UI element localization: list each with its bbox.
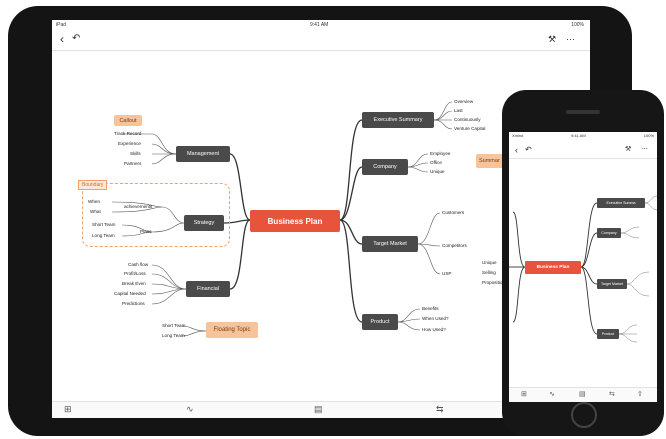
- leaf-break-even[interactable]: Break Even: [122, 281, 146, 286]
- ipad-status-bar: iPad 9:41 AM 100%: [52, 20, 590, 30]
- outline-icon[interactable]: ▤: [314, 404, 323, 414]
- leaf-overview[interactable]: Overview: [454, 99, 474, 104]
- leaf-experience[interactable]: Experience: [118, 141, 141, 146]
- leaf-selling[interactable]: Selling: [482, 270, 496, 275]
- topic-management[interactable]: Management: [176, 146, 230, 162]
- leaf-unique-selling[interactable]: Unique: [482, 260, 497, 265]
- export-icon[interactable]: ⇆: [609, 391, 615, 398]
- topic-company[interactable]: Company: [362, 159, 408, 175]
- floating-topic[interactable]: Floating Topic: [206, 322, 258, 338]
- leaf-floating-long-team[interactable]: Long Team: [162, 333, 185, 338]
- leaf-unique[interactable]: Unique: [430, 169, 445, 174]
- export-icon[interactable]: ⇆: [436, 404, 444, 414]
- leaf-usp[interactable]: USP: [442, 271, 452, 276]
- phone-topic-company[interactable]: Company: [597, 228, 621, 238]
- mind-map-connectors: [111, 101, 453, 337]
- leaf-achievements[interactable]: achievements: [124, 204, 153, 209]
- topic-strategy[interactable]: Strategy: [184, 215, 224, 231]
- leaf-last[interactable]: Last: [454, 108, 463, 113]
- phone-topic-target-market[interactable]: Target Market: [597, 279, 627, 289]
- leaf-when-used[interactable]: When Used?: [422, 316, 449, 321]
- more-icon[interactable]: ⋯: [641, 146, 648, 153]
- undo-icon[interactable]: ↶: [525, 145, 532, 154]
- topic-executive-summary[interactable]: Executive Summary: [362, 112, 434, 128]
- insert-topic-icon[interactable]: ⊞: [64, 404, 72, 414]
- topic-product[interactable]: Product: [362, 314, 398, 330]
- relationship-icon[interactable]: ∿: [549, 391, 555, 398]
- leaf-employee[interactable]: Employee: [430, 151, 451, 156]
- device-label: iPad: [56, 22, 67, 28]
- chevron-left-icon[interactable]: ‹: [515, 145, 518, 155]
- phone-topic-product[interactable]: Product: [597, 329, 619, 339]
- callout-summary[interactable]: Summar: [476, 154, 503, 168]
- central-topic[interactable]: Business Plan: [250, 210, 340, 232]
- leaf-long-team[interactable]: Long Team: [92, 233, 115, 238]
- leaf-proposition[interactable]: Proposition: [482, 280, 505, 285]
- insert-topic-icon[interactable]: ⊞: [521, 391, 527, 398]
- leaf-floating-short-team[interactable]: Short Team: [162, 323, 186, 328]
- battery-level: 100%: [571, 22, 584, 28]
- phone-topic-executive-summary[interactable]: Executive Summa: [597, 198, 645, 208]
- leaf-track-record[interactable]: Track Record: [114, 131, 142, 136]
- chevron-left-icon[interactable]: ‹: [60, 32, 64, 46]
- iphone-screen: Xmind 9:41 AM 100% ‹ ↶ ⚒ ⋯ Business Plan…: [509, 132, 657, 402]
- status-time: 9:41 AM: [310, 22, 329, 28]
- leaf-customers[interactable]: Customers: [442, 210, 465, 215]
- topic-financial[interactable]: Financial: [186, 281, 230, 297]
- topic-target-market[interactable]: Target Market: [362, 236, 418, 252]
- leaf-venture-capital[interactable]: Venture Capital: [454, 126, 486, 131]
- leaf-what[interactable]: What: [90, 209, 101, 214]
- relationship-icon[interactable]: ∿: [186, 404, 194, 414]
- ipad-toolbar: ‹ ↶ ⚒ ⋯: [52, 30, 590, 51]
- phone-mind-map-connectors: [509, 195, 657, 343]
- outline-icon[interactable]: ▤: [579, 391, 586, 398]
- leaf-competitors[interactable]: Competitors: [442, 243, 467, 248]
- leaf-continuously[interactable]: Continuously: [454, 117, 481, 122]
- leaf-office[interactable]: Office: [430, 160, 442, 165]
- ipad-screen: iPad 9:41 AM 100% ‹ ↶ ⚒ ⋯: [52, 20, 590, 418]
- leaf-capital-needed[interactable]: Capital Needed: [114, 291, 146, 296]
- iphone-battery-level: 100%: [643, 133, 654, 138]
- share-icon[interactable]: ⇧: [637, 391, 643, 398]
- format-brush-icon[interactable]: ⚒: [625, 146, 632, 153]
- undo-icon[interactable]: ↶: [72, 33, 81, 44]
- iphone-bottom-toolbar: ⊞ ∿ ▤ ⇆ ⇧: [509, 387, 657, 402]
- leaf-predictions[interactable]: Predictions: [122, 301, 145, 306]
- leaf-how-used[interactable]: How Used?: [422, 327, 446, 332]
- leaf-short-team[interactable]: Short Team: [92, 222, 116, 227]
- carrier-label: Xmind: [512, 133, 524, 138]
- format-brush-icon[interactable]: ⚒: [548, 34, 557, 44]
- leaf-cash-flow[interactable]: Cash flow: [128, 262, 149, 267]
- iphone-toolbar: ‹ ↶ ⚒ ⋯: [509, 140, 657, 159]
- more-icon[interactable]: ⋯: [566, 34, 575, 44]
- iphone-status-bar: Xmind 9:41 AM 100%: [509, 132, 657, 140]
- leaf-plans[interactable]: Plans: [140, 229, 152, 234]
- leaf-profit-loss[interactable]: Profit/Loss: [124, 271, 146, 276]
- leaf-benefits[interactable]: Benefits: [422, 306, 439, 311]
- strategy-boundary[interactable]: [82, 183, 230, 247]
- iphone-status-time: 9:41 AM: [571, 133, 586, 138]
- ipad-bottom-toolbar: ⊞ ∿ ▤ ⇆: [52, 401, 590, 418]
- iphone-home-button[interactable]: [571, 402, 597, 428]
- boundary-label[interactable]: Boundary: [78, 180, 108, 190]
- leaf-skills[interactable]: Skills: [130, 151, 141, 156]
- callout-management[interactable]: Callout: [114, 115, 142, 126]
- leaf-when[interactable]: When: [88, 199, 101, 204]
- iphone-speaker: [566, 110, 600, 114]
- leaf-partners[interactable]: Partners: [124, 161, 142, 166]
- phone-central-topic[interactable]: Business Plan: [525, 261, 581, 274]
